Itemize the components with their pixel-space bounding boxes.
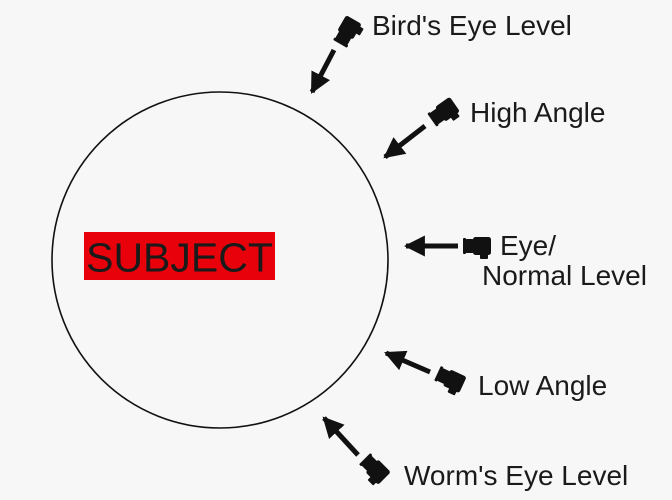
worms-eye-arrow: [322, 416, 360, 457]
worms-eye-angle: Worm's Eye Level: [322, 416, 628, 491]
camera-icon: [426, 96, 463, 131]
camera-icon: [332, 15, 366, 51]
eye-level-label-line1: Eye/: [500, 230, 556, 261]
high-angle-label: High Angle: [470, 97, 605, 128]
birds-eye-arrow: [309, 48, 337, 94]
eye-level-angle: Eye/ Normal Level: [403, 230, 647, 291]
subject-circle: [51, 91, 389, 429]
low-angle-arrow: [384, 350, 431, 375]
high-angle-arrow: [383, 124, 427, 159]
eye-level-label-line2: Normal Level: [482, 260, 647, 291]
subject-highlight: [84, 232, 275, 280]
high-angle-angle: High Angle: [383, 96, 605, 159]
camera-icon: [432, 365, 467, 397]
birds-eye-label: Bird's Eye Level: [372, 10, 572, 41]
birds-eye-angle: Bird's Eye Level: [309, 10, 572, 94]
camera-icon: [463, 237, 491, 259]
low-angle-angle: Low Angle: [384, 350, 607, 401]
worms-eye-label: Worm's Eye Level: [404, 460, 628, 491]
subject-label: SUBJECT: [86, 235, 273, 281]
low-angle-label: Low Angle: [478, 370, 607, 401]
camera-icon: [355, 452, 391, 488]
